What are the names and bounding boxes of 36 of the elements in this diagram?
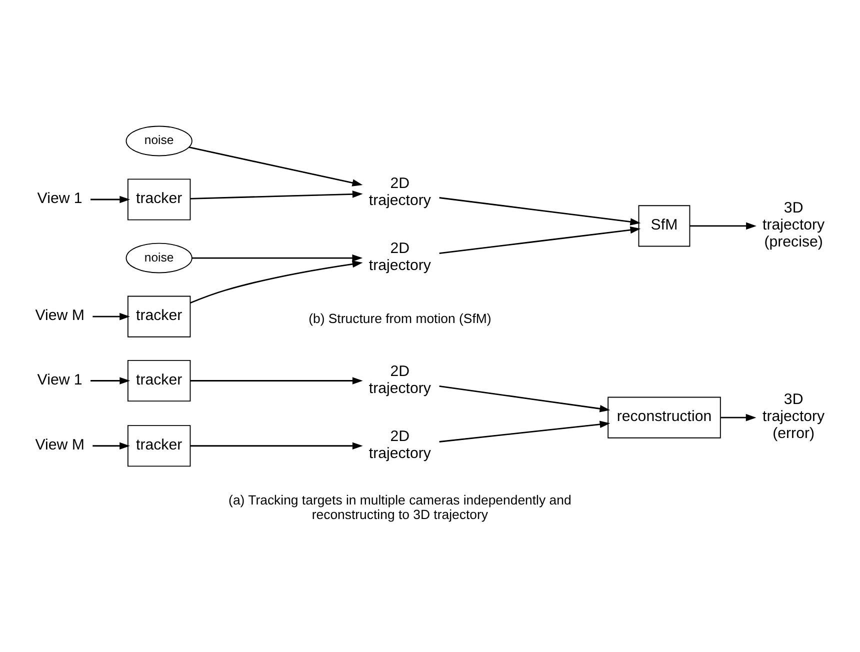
node-box: tracker	[127, 425, 191, 467]
node-text: View M	[35, 307, 84, 324]
arrow	[92, 312, 130, 320]
node-text: 2D trajectory	[368, 362, 431, 397]
node-box: tracker	[127, 178, 191, 220]
node-text: View 1	[37, 190, 82, 208]
node-text: 2D trajectory	[368, 174, 431, 209]
arrow	[192, 254, 363, 262]
arrow	[439, 420, 610, 442]
arrow	[190, 442, 363, 450]
arrow	[190, 377, 363, 384]
node-text: 3D trajectory (error)	[762, 391, 825, 442]
arrow	[188, 146, 363, 186]
arrow	[90, 377, 130, 384]
arrow	[439, 385, 610, 412]
node-box: tracker	[127, 360, 191, 402]
arrow	[190, 190, 363, 200]
arrow	[190, 260, 363, 304]
node-box: tracker	[127, 296, 191, 338]
arrow	[439, 197, 641, 226]
node-ellipse: noise	[126, 242, 192, 274]
node-text: 3D trajectory (precise)	[762, 200, 825, 251]
arrow	[90, 196, 130, 204]
arrow	[92, 442, 130, 450]
arrow	[690, 222, 756, 230]
node-text: View 1	[37, 371, 82, 388]
node-ellipse: noise	[126, 126, 192, 156]
node-text: 2D trajectory	[368, 240, 431, 274]
node-box: reconstruction	[608, 396, 721, 438]
node-box: SfM	[638, 205, 690, 247]
label: (b) Structure from motion (SfM)	[308, 310, 492, 326]
arrow	[720, 414, 756, 422]
node-text: View M	[35, 436, 84, 454]
arrow	[439, 226, 641, 254]
label: (a) Tracking targets in multiple cameras independently and reconstructing to 3D trajectory	[228, 492, 572, 522]
node-text: 2D trajectory	[368, 428, 431, 462]
